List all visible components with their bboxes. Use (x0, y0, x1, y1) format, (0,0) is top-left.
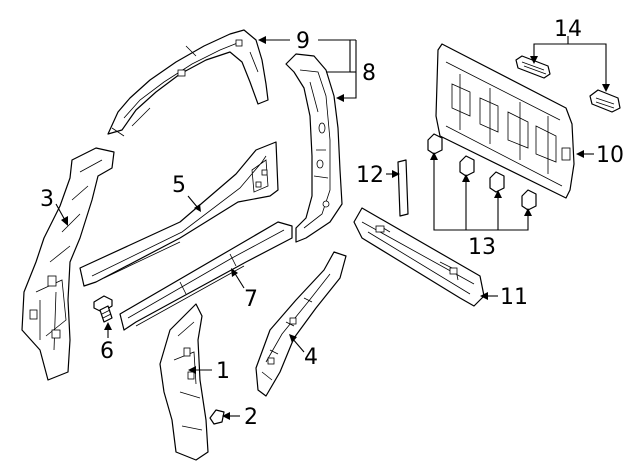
part-12-strip (397, 159, 409, 217)
callout-2: 2 (244, 405, 258, 430)
callout-13: 13 (468, 235, 496, 260)
part-4-rear-reinforcement (255, 251, 347, 397)
callout-14: 14 (554, 17, 582, 42)
callout-8: 8 (362, 61, 376, 86)
part-6-bolt (93, 295, 113, 323)
part-7-rocker-reinforcement (119, 221, 293, 331)
callout-9: 9 (296, 29, 310, 54)
part-8-b-pillar (285, 53, 343, 243)
part-2-clip (209, 409, 225, 425)
callout-3: 3 (40, 187, 54, 212)
leader-lines (55, 36, 610, 420)
callout-1: 1 (216, 359, 230, 384)
callout-5: 5 (172, 173, 186, 198)
callout-labels: 1 2 3 4 5 6 7 8 9 10 11 12 13 14 (40, 17, 624, 430)
part-1-lower-pillar (159, 303, 209, 461)
callout-4: 4 (304, 345, 318, 370)
part-10-back-panel (435, 43, 575, 199)
callout-7: 7 (244, 287, 258, 312)
part-5-rocker-panel (79, 141, 279, 287)
callout-6: 6 (100, 339, 114, 364)
part-11-cross-member (353, 207, 485, 307)
part-9-roof-rail (107, 29, 269, 137)
part-14-vents (515, 55, 621, 113)
callout-10: 10 (596, 143, 624, 168)
part-13-clips (427, 133, 537, 211)
callout-12: 12 (356, 163, 384, 188)
callout-11: 11 (500, 285, 528, 310)
part-3-a-pillar (21, 147, 115, 381)
